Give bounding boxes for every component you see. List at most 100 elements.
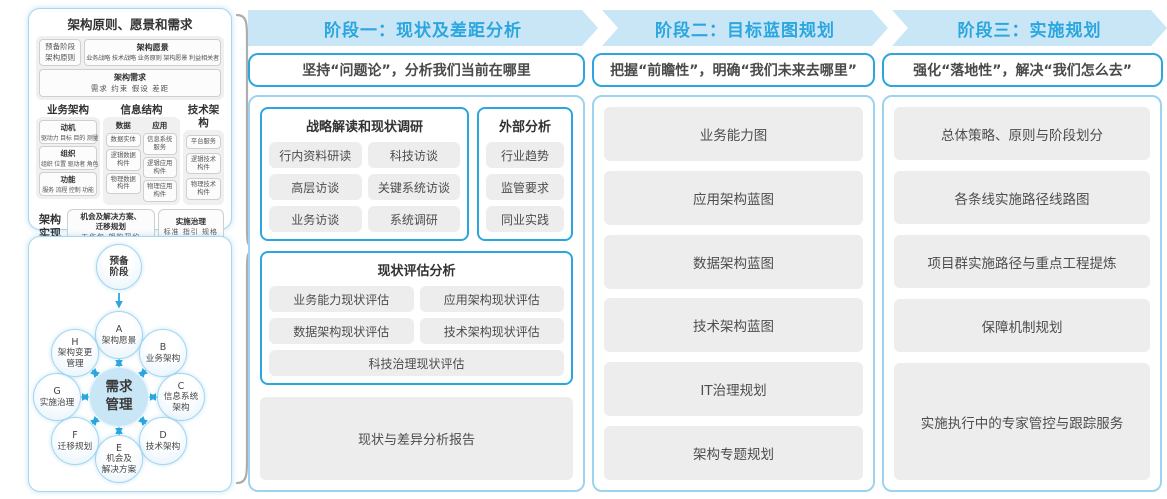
node-d-label: 技术架构	[145, 441, 181, 452]
external-item: 监管要求	[486, 174, 564, 200]
assessment-item: 数据架构现状评估	[269, 318, 414, 344]
opportunities-migration-title: 机会及解决方案、 迁移规划	[80, 212, 142, 232]
requirements-items: 需求 约束 假设 差距	[90, 84, 170, 93]
node-h-label: 架构变更 管理	[57, 348, 93, 369]
phase2-item: 技术架构蓝图	[604, 298, 863, 353]
organization-items: 组织 位置 驱动者 角色	[41, 161, 99, 168]
external-analysis-title: 外部分析	[499, 120, 552, 135]
adm-node-a: A 架构愿景	[95, 311, 143, 359]
phase1-band: 阶段一：现状及差距分析	[248, 10, 598, 46]
organization-title: 组织	[60, 149, 76, 158]
architecture-requirements-box: 架构需求 需求 约束 假设 差距	[39, 69, 221, 97]
node-h-letter: H	[71, 337, 79, 349]
assessment-item-full: 科技治理现状评估	[269, 350, 564, 376]
phase2-item: 应用架构蓝图	[604, 170, 863, 225]
function-title: 功能	[60, 175, 76, 184]
adm-node-c: C 信息系统 架构	[157, 373, 205, 421]
phase3-header: 阶段三：实施规划	[957, 20, 1102, 41]
logical-app-box: 逻辑应用 构件	[142, 156, 177, 179]
technical-architecture-title: 技术架构	[187, 104, 220, 129]
architecture-framework-panel: 架构原则、愿景和需求 预备阶段 架构原则 架构愿景 业务战略 技术战略 业务原则…	[28, 8, 232, 245]
phase2-band: 阶段二：目标蓝图规划	[602, 10, 888, 46]
adm-node-b: B 业务架构	[139, 329, 187, 377]
node-b-letter: B	[159, 342, 167, 354]
phase1-header: 阶段一：现状及差距分析	[324, 20, 522, 41]
physical-tech-box: 物理技术 构件	[186, 178, 221, 201]
adm-center-circle: 需求 管理	[90, 368, 148, 426]
assessment-title: 现状评估分析	[377, 264, 456, 279]
phase3-item: 保障机制规划	[894, 299, 1150, 352]
data-label: 数据	[115, 121, 131, 130]
assessment-box: 现状评估分析 业务能力现状评估 应用架构现状评估 数据架构现状评估 技术架构现状…	[260, 251, 573, 385]
phase3-subtitle-box: 强化“落地性”，解决“我们怎么去”	[882, 53, 1163, 87]
adm-node-e: E 机会及 解决方案	[95, 435, 143, 483]
node-d-letter: D	[159, 430, 167, 442]
technical-architecture-section: 技术架构 平台服务 逻辑技术 构件 物理技术 构件	[183, 104, 224, 206]
strategy-item: 行内资料研读	[269, 142, 362, 168]
architecture-vision-box: 架构愿景 业务战略 技术战略 业务原则 架构愿景 利益相关者	[84, 39, 221, 66]
business-architecture-title: 业务架构	[47, 104, 89, 116]
information-structure-section: 信息结构 数据 数据实体 逻辑数据 构件 物理数据 构件 应用 信息系统 服务 …	[103, 104, 180, 206]
gap-analysis-report-box: 现状与差异分析报告	[260, 397, 573, 480]
phase2-content: 业务能力图 应用架构蓝图 数据架构蓝图 技术架构蓝图 IT治理规划 架构专题规划	[592, 95, 875, 492]
principles-vision-group: 预备阶段 架构原则 架构愿景 业务战略 技术战略 业务原则 架构愿景 利益相关者…	[36, 36, 224, 100]
organization-box: 组织 组织 位置 驱动者 角色	[39, 146, 99, 170]
phase2-subtitle-box: 把握“前瞻性”，明确“我们未来去哪里”	[592, 53, 875, 87]
prep-phase-line2: 架构原则	[45, 52, 76, 62]
function-box: 功能 服务 流程 控制 功能	[39, 172, 97, 196]
physical-app-box: 物理应用 构件	[142, 180, 177, 203]
phase3-item: 各条线实施路径线路图	[894, 171, 1150, 224]
strategy-item: 业务访谈	[269, 206, 362, 232]
node-a-letter: A	[115, 324, 123, 336]
application-label: 应用	[152, 121, 168, 130]
node-f-label: 迁移规划	[57, 441, 93, 452]
external-item: 同业实践	[486, 206, 564, 232]
requirements-title: 架构需求	[114, 73, 146, 82]
assessment-item: 业务能力现状评估	[269, 286, 414, 312]
phase2-subtitle: 把握“前瞻性”，明确“我们未来去哪里”	[610, 63, 857, 79]
strategy-item: 科技访谈	[367, 142, 461, 168]
vision-items: 业务战略 技术战略 业务原则 架构愿景 利益相关者	[86, 55, 219, 62]
adm-node-d: D 技术架构	[139, 417, 187, 465]
phase3-subtitle: 强化“落地性”，解决“我们怎么去”	[913, 63, 1132, 79]
information-structure-title: 信息结构	[120, 104, 163, 116]
strategy-item: 系统调研	[367, 206, 461, 232]
data-entity-box: 数据实体	[106, 133, 141, 147]
strategy-item: 关键系统访谈	[367, 174, 461, 200]
node-f-letter: F	[72, 430, 78, 442]
logical-data-box: 逻辑数据 构件	[106, 148, 141, 171]
phase2-item: 业务能力图	[604, 107, 863, 161]
motivation-items: 驱动力 目标 目的 测量	[41, 135, 99, 142]
function-items: 服务 流程 控制 功能	[42, 187, 94, 194]
phase3-item-tall: 实施执行中的专家管控与跟踪服务	[894, 363, 1150, 480]
phase3-item: 项目群实施路径与重点工程提炼	[894, 235, 1150, 288]
phase2-item: 架构专题规划	[604, 425, 863, 480]
phase1-subtitle: 坚持“问题论”，分析我们当前在哪里	[302, 63, 531, 79]
node-c-label: 信息系统 架构	[163, 392, 199, 413]
external-item: 行业趋势	[486, 142, 564, 168]
application-column: 应用 信息系统 服务 逻辑应用 构件 物理应用 构件	[142, 120, 177, 203]
node-g-label: 实施治理	[39, 397, 75, 408]
implementation-governance-items: 标准 指引 规格	[163, 227, 219, 236]
adm-node-g: G 实施治理	[33, 373, 81, 421]
phase2-header: 阶段二：目标蓝图规划	[655, 20, 835, 41]
data-column: 数据 数据实体 逻辑数据 构件 物理数据 构件	[106, 120, 141, 202]
node-e-letter: E	[115, 443, 122, 455]
assessment-item: 技术架构现状评估	[419, 318, 564, 344]
logical-tech-box: 逻辑技术 构件	[186, 152, 221, 175]
prep-phase-box: 预备阶段 架构原则	[39, 39, 82, 66]
node-e-label: 机会及 解决方案	[101, 454, 137, 475]
phase3-content: 总体策略、原则与阶段划分 各条线实施路径线路图 项目群实施路径与重点工程提炼 保…	[882, 95, 1162, 492]
adm-cycle-panel: 预备 阶段 需求 管理 A 架构愿景 B 业务架构 C 信息系统 架构 D 技术…	[28, 236, 232, 492]
prep-phase-line1: 预备阶段	[45, 42, 76, 51]
node-g-letter: G	[53, 386, 61, 398]
motivation-box: 动机 驱动力 目标 目的 测量	[39, 120, 99, 144]
strategy-item: 高层访谈	[269, 174, 362, 200]
adm-node-h: H 架构变更 管理	[51, 329, 99, 377]
framework-title: 架构原则、愿景和需求	[67, 17, 193, 32]
phase3-band: 阶段三：实施规划	[892, 10, 1167, 46]
phase1-content: 战略解读和现状调研 行内资料研读 科技访谈 高层访谈 关键系统访谈 业务访谈 系…	[248, 95, 585, 492]
motivation-title: 动机	[60, 123, 76, 132]
phase1-subtitle-box: 坚持“问题论”，分析我们当前在哪里	[248, 53, 585, 87]
